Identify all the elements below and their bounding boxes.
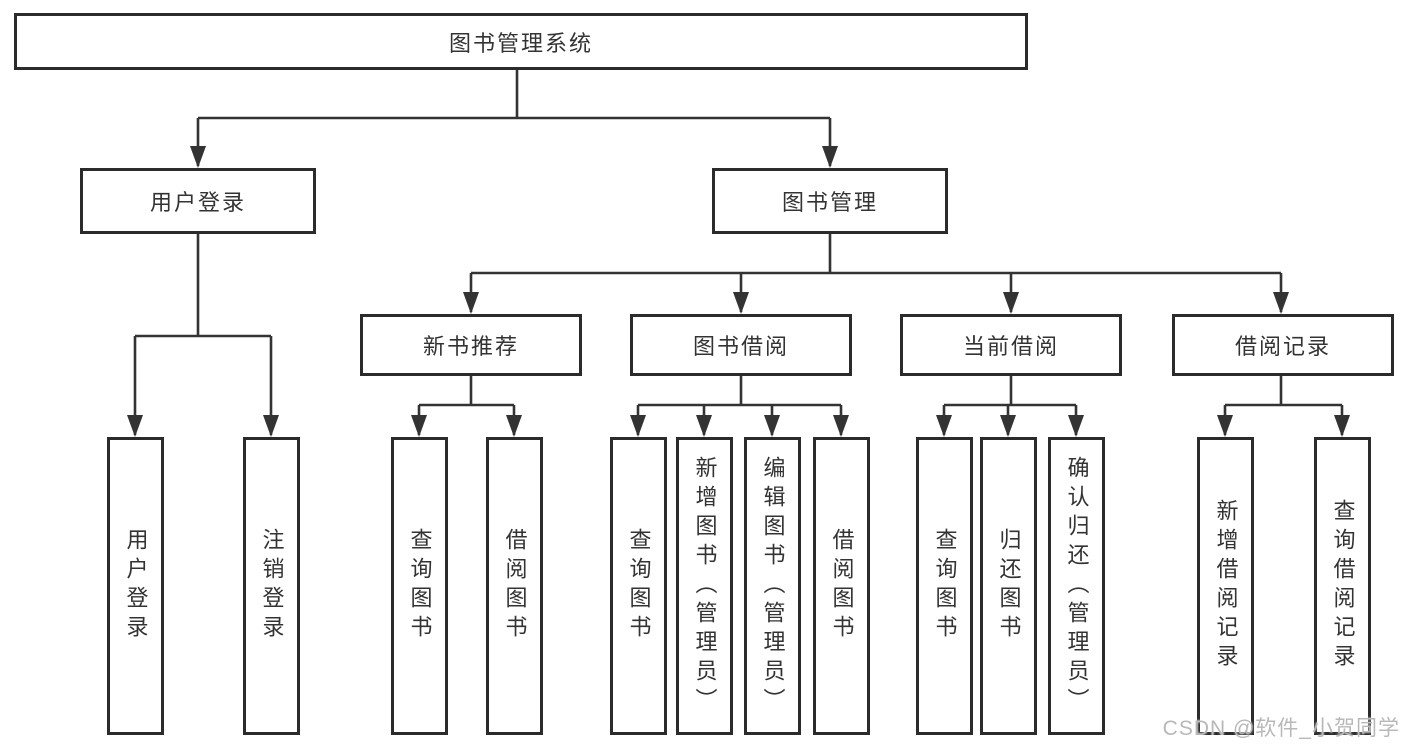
node-user-login: 用户登录 bbox=[80, 168, 316, 234]
node-book-borrowing: 图书借阅 bbox=[630, 314, 852, 376]
leaf-confirm-return-admin: 确认归还（管理员） bbox=[1048, 437, 1105, 735]
leaf-edit-books-admin: 编辑图书（管理员） bbox=[744, 437, 801, 735]
leaf-query-borrow-record: 查询借阅记录 bbox=[1314, 437, 1371, 735]
leaf-query-books: 查询图书 bbox=[916, 437, 973, 735]
leaf-query-books: 查询图书 bbox=[391, 437, 448, 735]
leaf-query-books: 查询图书 bbox=[610, 437, 667, 735]
leaf-add-books-admin: 新增图书（管理员） bbox=[676, 437, 733, 735]
leaf-add-borrow-record: 新增借阅记录 bbox=[1197, 437, 1254, 735]
node-new-book-recommend: 新书推荐 bbox=[360, 314, 582, 376]
csdn-watermark: CSDN @软件_小贺同学 bbox=[1162, 717, 1400, 740]
node-book-management: 图书管理 bbox=[712, 168, 948, 234]
leaf-logout: 注销登录 bbox=[243, 437, 300, 735]
leaf-borrow-books: 借阅图书 bbox=[486, 437, 543, 735]
leaf-user-login: 用户登录 bbox=[107, 437, 164, 735]
leaf-borrow-books: 借阅图书 bbox=[813, 437, 870, 735]
leaf-return-books: 归还图书 bbox=[980, 437, 1037, 735]
node-library-system: 图书管理系统 bbox=[14, 13, 1028, 70]
node-current-borrowing: 当前借阅 bbox=[900, 314, 1122, 376]
node-borrowing-records: 借阅记录 bbox=[1172, 314, 1394, 376]
